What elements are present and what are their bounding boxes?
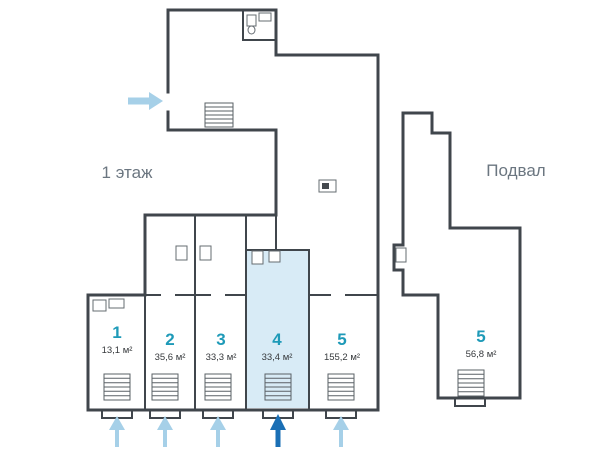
room-2-area: 35,6 м²: [155, 352, 186, 363]
floor1-interior-walls: [144, 9, 379, 411]
basement-room-5-hotspot[interactable]: [438, 228, 520, 398]
basement-room-5-area: 56,8 м²: [466, 349, 497, 360]
bathroom-fixtures-icon: [92, 12, 407, 312]
side-entrance-arrow-icon: [128, 92, 163, 110]
room-5-area: 155,2 м²: [324, 352, 360, 363]
entrance-arrow-room5-icon: [333, 416, 349, 447]
elevator-icon: [318, 179, 337, 193]
entrance-arrow-room1-icon: [109, 416, 125, 447]
room-4-highlight[interactable]: [246, 250, 309, 408]
room-2-hotspot[interactable]: [145, 215, 195, 410]
room-5-labels: 5 155,2 м²: [324, 330, 360, 363]
room-4-labels: 4 33,4 м²: [262, 330, 293, 363]
floor-1-label: 1 этаж: [102, 163, 154, 182]
room-5-hotspot[interactable]: [309, 55, 378, 410]
room-1-area: 13,1 м²: [102, 345, 133, 356]
staircase-icon: [204, 102, 234, 128]
room-3-hotspot[interactable]: [195, 215, 246, 410]
room-4-number: 4: [272, 330, 282, 349]
room-1-number: 1: [112, 323, 121, 342]
room-5-number: 5: [337, 330, 346, 349]
room-2-labels: 2 35,6 м²: [155, 330, 186, 363]
floor1-outer-walls: [86, 8, 380, 412]
room-2-number: 2: [165, 330, 174, 349]
room-4-area: 33,4 м²: [262, 352, 293, 363]
entrance-arrow-room4-icon: [270, 414, 286, 447]
entrance-arrow-room3-icon: [210, 416, 226, 447]
room-3-number: 3: [216, 330, 225, 349]
entrance-arrow-room2-icon: [157, 416, 173, 447]
room-3-labels: 3 33,3 м²: [206, 330, 237, 363]
basement-label: Подвал: [486, 161, 545, 180]
basement-room-5-labels: 5 56,8 м²: [466, 327, 497, 360]
room-4-hotspot[interactable]: [246, 250, 309, 410]
room-1-hotspot[interactable]: [88, 295, 145, 410]
room-3-area: 33,3 м²: [206, 352, 237, 363]
basement-room-5-number: 5: [476, 327, 485, 346]
basement-outer-walls: [392, 111, 522, 400]
room-1-labels: 1 13,1 м²: [102, 323, 133, 356]
